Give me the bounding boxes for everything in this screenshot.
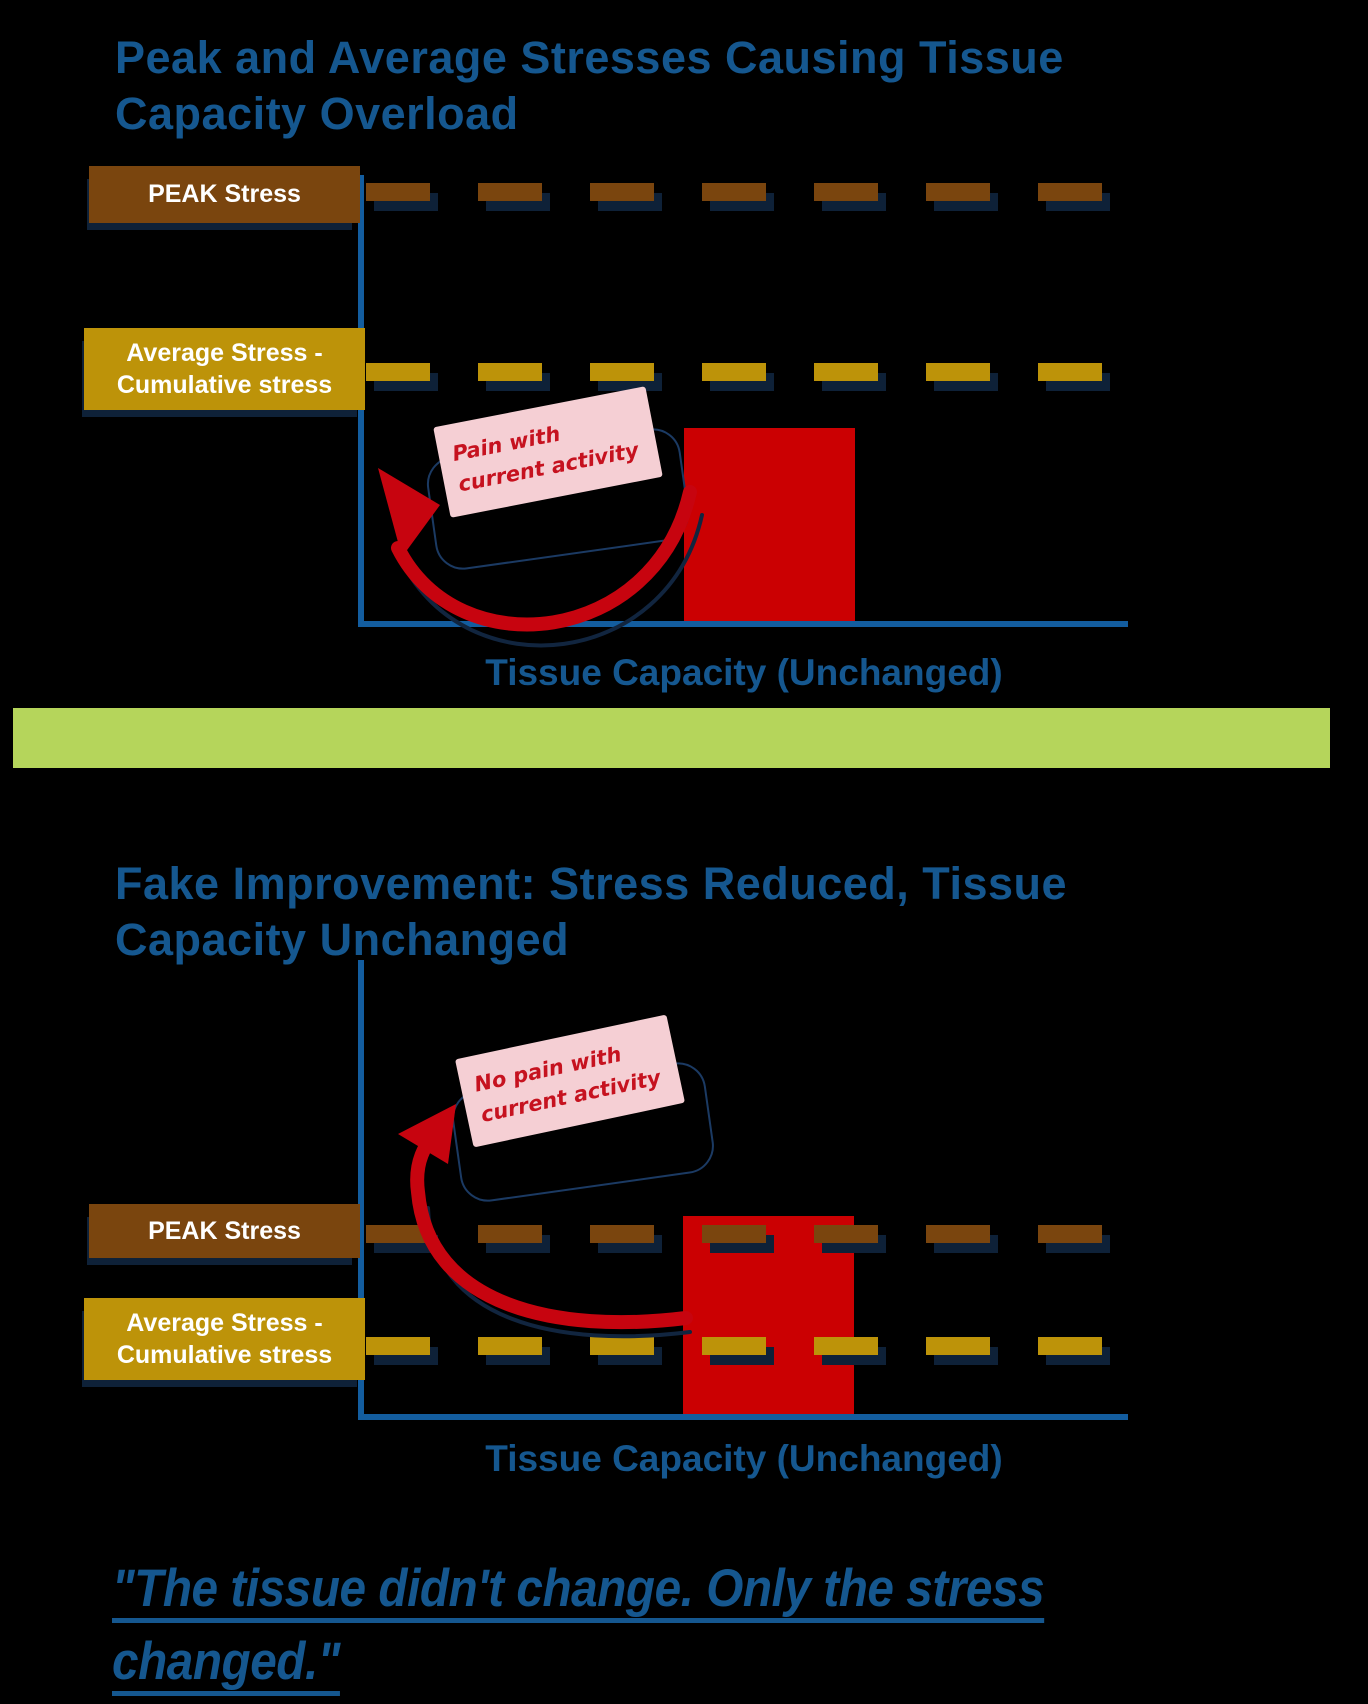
bottom-quote: "The tissue didn't change. Only the stre…: [112, 1559, 1045, 1692]
peak-stress-label-box: PEAK Stress: [89, 166, 360, 223]
average-stress-dashed-line: [366, 1337, 1118, 1365]
average-stress-dashed-line: [366, 363, 1118, 391]
peak-stress-dashed-line: [366, 183, 1118, 211]
average-stress-label-box: Average Stress - Cumulative stress: [84, 328, 365, 410]
peak-stress-label: PEAK Stress: [148, 1216, 301, 1245]
peak-stress-label-box: PEAK Stress: [89, 1204, 360, 1258]
section1-title: Peak and Average Stresses Causing Tissue…: [115, 32, 1064, 139]
peak-stress-dashed-line: [366, 1225, 1118, 1253]
y-axis: [358, 960, 364, 1420]
average-stress-label: Average Stress - Cumulative stress: [116, 1308, 333, 1370]
x-axis: [358, 621, 1128, 627]
peak-stress-label: PEAK Stress: [148, 180, 301, 209]
average-stress-label-box: Average Stress - Cumulative stress: [84, 1298, 365, 1380]
no-pain-arrow-head: [398, 1104, 456, 1164]
x-axis-label: Tissue Capacity (Unchanged): [485, 652, 1003, 693]
section2-title: Fake Improvement: Stress Reduced, Tissue…: [115, 858, 1068, 965]
tissue-capacity-bar: [684, 428, 855, 623]
x-axis-label: Tissue Capacity (Unchanged): [485, 1438, 1003, 1479]
x-axis: [358, 1414, 1128, 1420]
section-divider: [13, 708, 1330, 768]
average-stress-label: Average Stress - Cumulative stress: [116, 338, 333, 400]
